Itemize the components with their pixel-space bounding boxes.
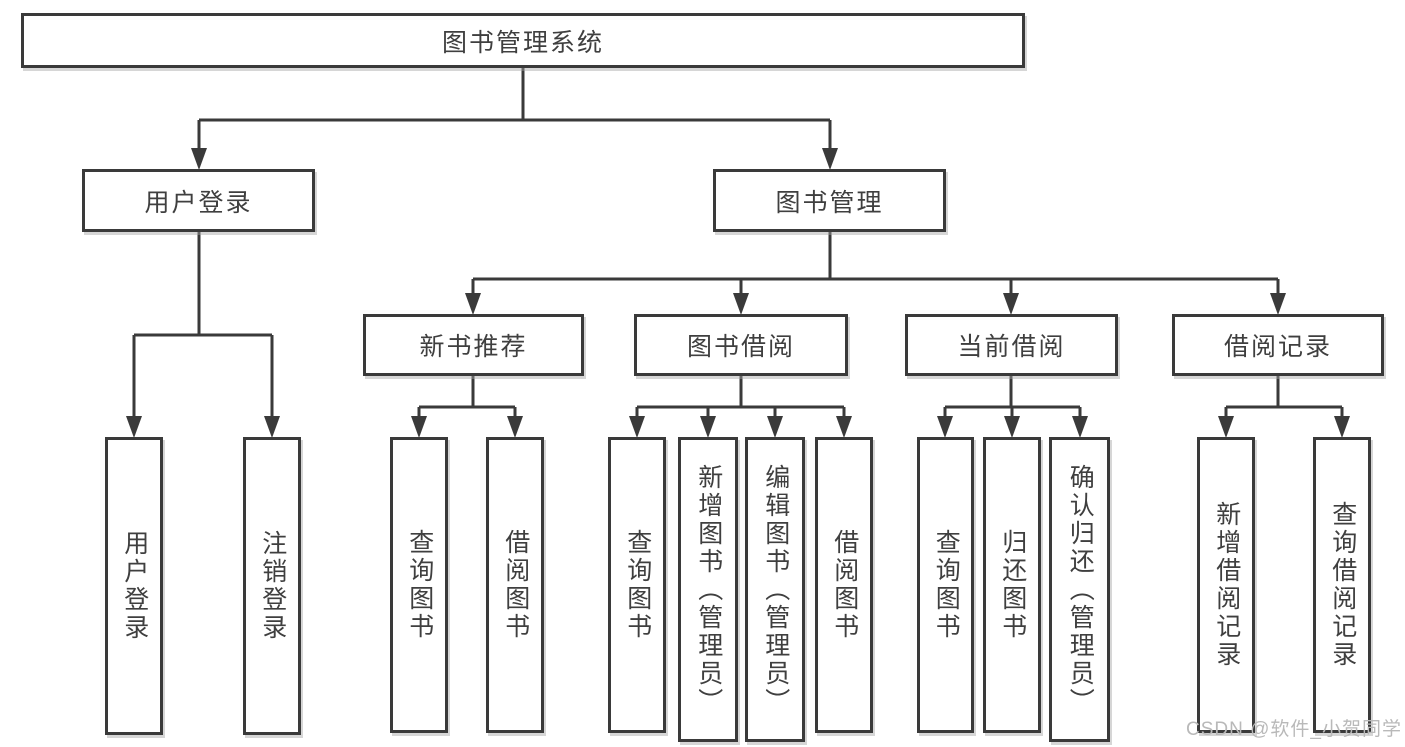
node-label: 归还图书 bbox=[998, 529, 1027, 641]
node-recommend-borrow-books: 借阅图书 bbox=[486, 437, 544, 733]
node-borrowing-query-books: 查询图书 bbox=[608, 437, 666, 733]
node-label: 用户登录 bbox=[120, 530, 149, 642]
node-label: 借阅图书 bbox=[830, 529, 859, 641]
node-user-login: 用户登录 bbox=[105, 437, 163, 735]
node-label: 用户登录 bbox=[144, 188, 253, 217]
node-label: 借阅图书 bbox=[501, 529, 530, 641]
node-label: 图书管理 bbox=[775, 188, 884, 217]
node-logout-login: 注销登录 bbox=[243, 437, 301, 735]
node-label: 当前借阅 bbox=[957, 333, 1066, 361]
csdn-watermark: CSDN @软件_小贺同学 bbox=[1186, 719, 1402, 740]
node-label: 新增借阅记录 bbox=[1212, 501, 1241, 669]
node-borrowing-borrow-books: 借阅图书 bbox=[815, 437, 873, 733]
node-current-query-books: 查询图书 bbox=[917, 437, 974, 733]
node-book-management: 图书管理 bbox=[713, 169, 946, 232]
node-label: 查询图书 bbox=[932, 529, 961, 641]
node-label: 新书推荐 bbox=[419, 333, 528, 361]
node-label: 编辑图书（管理员） bbox=[761, 463, 790, 716]
node-new-book-recommend: 新书推荐 bbox=[363, 314, 584, 376]
node-label: 查询图书 bbox=[623, 529, 652, 641]
node-current-confirm-return-admin: 确认归还（管理员） bbox=[1049, 437, 1110, 742]
node-records-query-borrow-record: 查询借阅记录 bbox=[1313, 437, 1371, 733]
arrowheads bbox=[126, 148, 1350, 438]
node-label: 新增图书（管理员） bbox=[694, 463, 723, 716]
node-records-add-borrow-record: 新增借阅记录 bbox=[1197, 437, 1255, 733]
node-library-management-system: 图书管理系统 bbox=[21, 13, 1025, 68]
node-label: 图书管理系统 bbox=[441, 28, 604, 57]
node-current-return-books: 归还图书 bbox=[983, 437, 1041, 733]
node-label: 查询借阅记录 bbox=[1328, 501, 1357, 669]
node-current-borrowing: 当前借阅 bbox=[905, 314, 1118, 376]
node-borrowing-edit-books-admin: 编辑图书（管理员） bbox=[745, 437, 805, 742]
node-label: 借阅记录 bbox=[1223, 333, 1332, 361]
node-label: 注销登录 bbox=[258, 530, 287, 642]
node-label: 图书借阅 bbox=[686, 333, 795, 361]
node-user-login-group: 用户登录 bbox=[82, 169, 315, 232]
node-book-borrowing: 图书借阅 bbox=[634, 314, 848, 376]
node-recommend-query-books: 查询图书 bbox=[390, 437, 448, 733]
node-label: 查询图书 bbox=[405, 529, 434, 641]
node-label: 确认归还（管理员） bbox=[1066, 463, 1095, 716]
node-borrowing-add-books-admin: 新增图书（管理员） bbox=[678, 437, 738, 742]
node-borrow-records: 借阅记录 bbox=[1172, 314, 1384, 376]
